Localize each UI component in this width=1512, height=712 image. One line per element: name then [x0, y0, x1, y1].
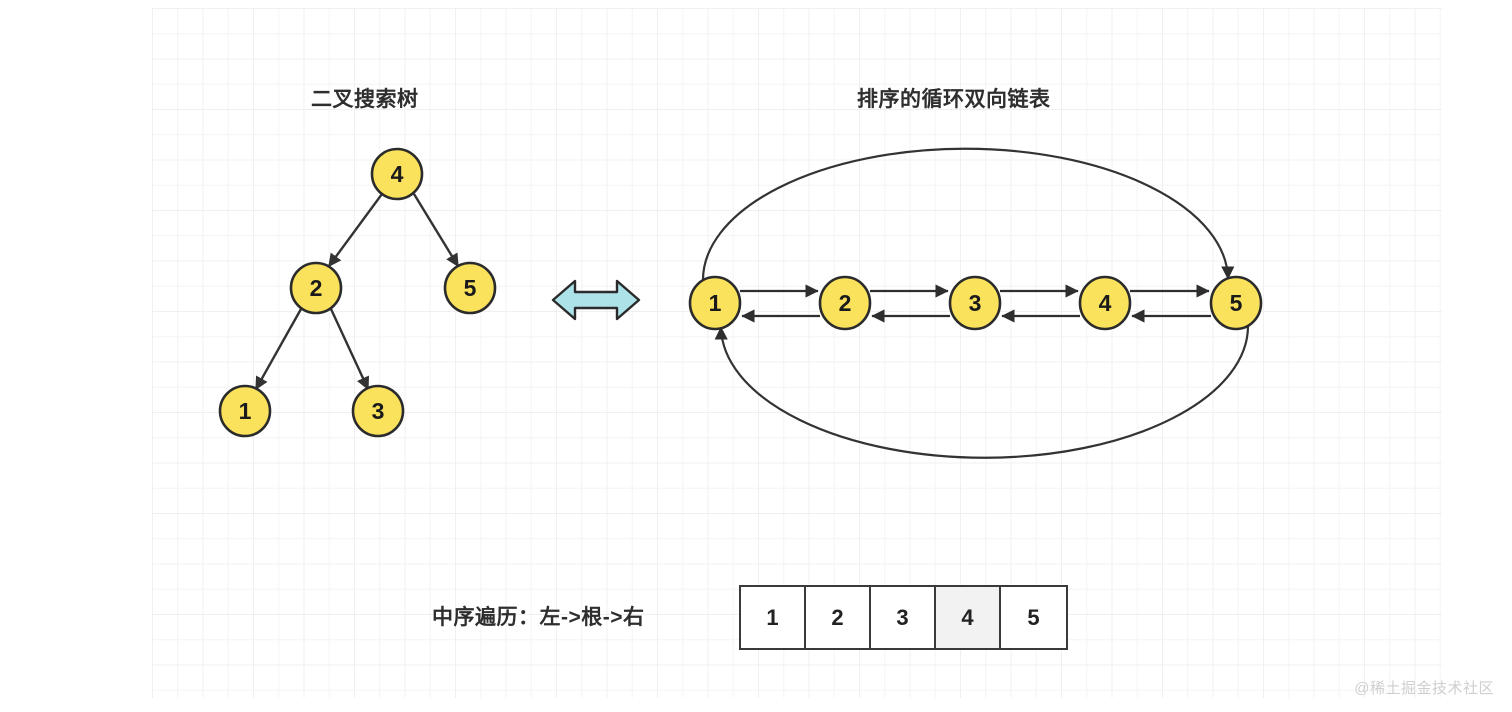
tree-node-2-label: 2 [310, 275, 323, 301]
tree-edge-2-to-3 [329, 308, 370, 391]
tree-node-2[interactable]: 2 [289, 261, 343, 315]
tree-node-5[interactable]: 5 [443, 261, 497, 315]
tree-edge-4-to-5 [412, 193, 460, 268]
tree-node-4-label: 4 [391, 161, 404, 187]
tree-node-4[interactable]: 4 [370, 147, 424, 201]
tree-node-1[interactable]: 1 [218, 384, 272, 438]
list-node-3-label: 3 [969, 290, 982, 316]
list-node-4-label: 4 [1099, 290, 1112, 316]
tree-edge-2-to-1 [254, 308, 303, 391]
cycle-arcs [701, 147, 1250, 459]
list-node-1[interactable]: 1 [688, 275, 742, 331]
table-cell[interactable]: 2 [806, 587, 871, 648]
table-cell[interactable]: 5 [1001, 587, 1066, 648]
list-node-1-label: 1 [709, 290, 722, 316]
graph-paper-background [152, 8, 1442, 698]
tree-edge-4-to-2 [328, 193, 383, 268]
watermark-text: @稀土掘金技术社区 [1354, 680, 1494, 697]
table-cell[interactable]: 1 [741, 587, 806, 648]
list-node-2-label: 2 [839, 290, 852, 316]
list-node-5-label: 5 [1230, 290, 1243, 316]
table-cell-highlighted[interactable]: 4 [936, 587, 1001, 648]
tree-node-5-label: 5 [464, 275, 477, 301]
double-headed-arrow-icon [551, 279, 641, 321]
list-node-4[interactable]: 4 [1078, 275, 1132, 331]
list-node-3[interactable]: 3 [948, 275, 1002, 331]
tree-nodes: 4 2 5 1 3 [218, 147, 497, 438]
table-cell[interactable]: 3 [871, 587, 936, 648]
linkedlist-nodes: 1 2 3 4 5 [688, 275, 1263, 331]
list-node-2[interactable]: 2 [818, 275, 872, 331]
right-diagram-title: 排序的循环双向链表 [857, 88, 1051, 111]
tree-node-1-label: 1 [239, 398, 252, 424]
inorder-traversal-caption: 中序遍历：左->根->右 [432, 606, 645, 629]
tree-edges [254, 193, 460, 391]
left-diagram-title: 二叉搜索树 [311, 88, 419, 111]
cycle-arc-bottom [714, 324, 1250, 459]
traversal-result-table: 1 2 3 4 5 [739, 585, 1068, 650]
list-node-5[interactable]: 5 [1209, 275, 1263, 331]
tree-node-3[interactable]: 3 [351, 384, 405, 438]
cycle-arc-top [701, 147, 1235, 282]
tree-node-3-label: 3 [372, 398, 385, 424]
